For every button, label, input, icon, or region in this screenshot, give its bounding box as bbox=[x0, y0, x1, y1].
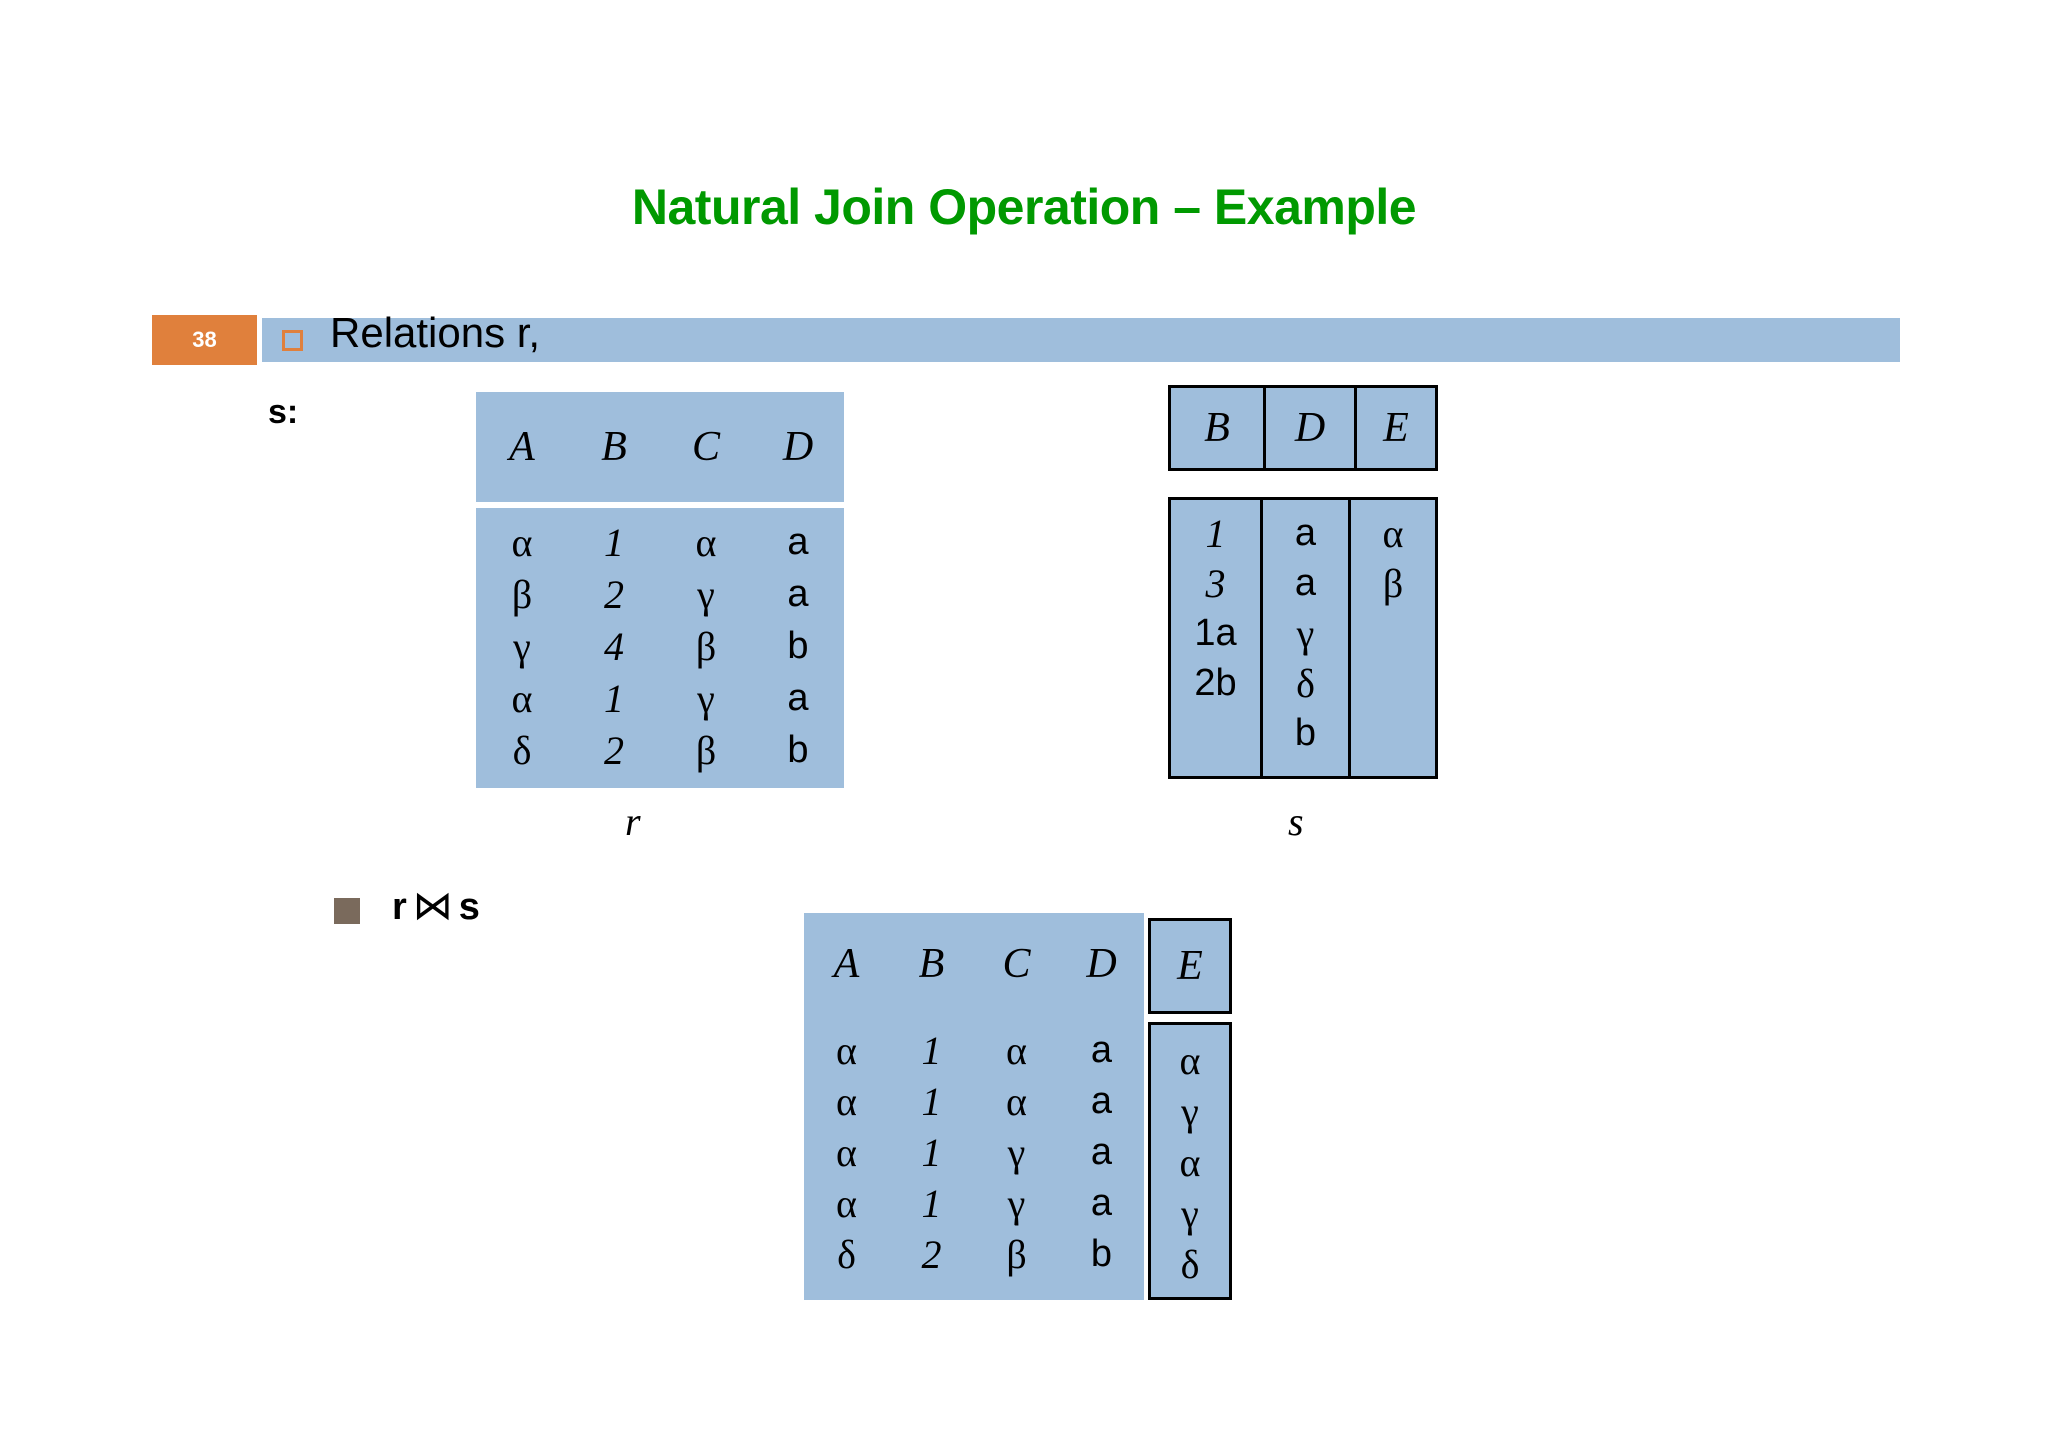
result-header-cell: D bbox=[1086, 941, 1117, 987]
table-cell: 1 bbox=[921, 1181, 942, 1226]
table-cell: 2 bbox=[921, 1232, 942, 1277]
result-header-cell: C bbox=[1002, 941, 1031, 987]
page-number-badge: 38 bbox=[152, 315, 257, 365]
table-cell: 2 bbox=[604, 571, 624, 617]
table-cell: β bbox=[695, 727, 717, 773]
table-cell: α bbox=[511, 675, 533, 721]
join-left-operand: r bbox=[392, 886, 407, 928]
hollow-square-bullet-icon bbox=[282, 330, 303, 351]
table-cell: a bbox=[1090, 1080, 1113, 1122]
table-cell: α bbox=[836, 1079, 857, 1124]
relations-s-label: s: bbox=[268, 393, 299, 431]
table-cell: β bbox=[1006, 1232, 1027, 1277]
table-cell: 1a bbox=[1194, 611, 1237, 654]
relation-r-header-cell: B bbox=[601, 424, 627, 470]
table-cell: δ bbox=[837, 1232, 856, 1277]
table-cell: a bbox=[787, 572, 809, 615]
table-cell: γ bbox=[1007, 1181, 1026, 1226]
table-cell: β bbox=[1382, 560, 1404, 606]
table-cell: γ bbox=[697, 675, 715, 721]
table-cell: γ bbox=[697, 571, 715, 617]
table-cell: 1 bbox=[604, 519, 624, 565]
table-cell: δ bbox=[1180, 1242, 1200, 1287]
relation-s-caption: s bbox=[1288, 799, 1304, 844]
result-header-cell: A bbox=[833, 941, 860, 987]
relation-r-header-cell: C bbox=[691, 424, 720, 470]
relation-r-header-cell: D bbox=[782, 424, 814, 470]
section-banner bbox=[262, 318, 1900, 362]
table-cell: α bbox=[1382, 510, 1404, 556]
table-cell: 2b bbox=[1194, 661, 1237, 704]
join-expression: r⋈s bbox=[392, 883, 480, 929]
table-cell: 2 bbox=[604, 727, 624, 773]
table-cell: γ bbox=[1007, 1130, 1026, 1175]
result-header-cell: B bbox=[918, 941, 945, 987]
relation-s-body: 1 3 1a 2b a a γ δ b α β bbox=[1168, 497, 1438, 779]
table-cell: 1 bbox=[921, 1028, 942, 1073]
table-cell: a bbox=[1090, 1131, 1113, 1173]
relation-r-body: α 1 α a β 2 γ a γ 4 β b α 1 γ a δ 2 β b bbox=[476, 508, 844, 788]
relation-r-header: A B C D bbox=[476, 392, 844, 502]
result-column-e: α γ α γ δ bbox=[1148, 1022, 1232, 1300]
result-header-e: E bbox=[1148, 918, 1232, 1014]
result-table-header: A B C D bbox=[804, 913, 1144, 1015]
relation-s-header: B D E bbox=[1168, 385, 1438, 471]
table-cell: a bbox=[1294, 561, 1317, 604]
join-right-operand: s bbox=[458, 886, 480, 928]
filled-square-bullet-icon bbox=[334, 898, 360, 924]
table-cell: α bbox=[1006, 1079, 1027, 1124]
table-cell: 4 bbox=[604, 623, 624, 669]
relation-s-header-cell: E bbox=[1383, 405, 1409, 451]
relation-r-caption: r bbox=[625, 799, 641, 844]
table-cell: α bbox=[836, 1181, 857, 1226]
table-cell: γ bbox=[1181, 1191, 1199, 1236]
table-cell: α bbox=[1179, 1038, 1201, 1083]
relation-s-header-cell: D bbox=[1294, 405, 1326, 451]
table-cell: α bbox=[1179, 1140, 1201, 1185]
table-cell: γ bbox=[1296, 610, 1315, 656]
table-cell: b bbox=[787, 624, 809, 667]
table-cell: α bbox=[511, 519, 533, 565]
result-table-body: α 1 α a α 1 α a α 1 γ a α 1 γ a δ 2 β b bbox=[804, 1015, 1144, 1300]
table-cell: δ bbox=[1296, 660, 1315, 706]
page-title: Natural Join Operation – Example bbox=[631, 179, 1417, 235]
natural-join-icon: ⋈ bbox=[412, 883, 453, 929]
result-header-cell: E bbox=[1177, 943, 1203, 989]
banner-label: Relations r, bbox=[330, 309, 541, 356]
relation-r-header-cell: A bbox=[509, 424, 535, 470]
table-cell: b bbox=[1294, 711, 1317, 754]
table-cell: a bbox=[1090, 1029, 1113, 1071]
table-cell: a bbox=[787, 520, 809, 563]
table-cell: β bbox=[695, 623, 717, 669]
table-cell: 3 bbox=[1205, 560, 1226, 606]
table-cell: b bbox=[787, 728, 809, 771]
table-cell: γ bbox=[1181, 1089, 1199, 1134]
table-cell: β bbox=[511, 571, 533, 617]
table-cell: α bbox=[1006, 1028, 1027, 1073]
table-cell: a bbox=[787, 676, 809, 719]
table-cell: δ bbox=[512, 727, 532, 773]
table-cell: b bbox=[1090, 1233, 1113, 1275]
table-cell: a bbox=[1090, 1182, 1113, 1224]
table-cell: α bbox=[836, 1028, 857, 1073]
table-cell: 1 bbox=[921, 1079, 942, 1124]
table-cell: α bbox=[836, 1130, 857, 1175]
table-cell: a bbox=[1294, 511, 1317, 554]
table-cell: 1 bbox=[1205, 510, 1226, 556]
table-cell: α bbox=[695, 519, 717, 565]
table-cell: 1 bbox=[604, 675, 624, 721]
table-cell: γ bbox=[513, 623, 531, 669]
relation-s-header-cell: B bbox=[1204, 405, 1230, 451]
table-cell: 1 bbox=[921, 1130, 942, 1175]
